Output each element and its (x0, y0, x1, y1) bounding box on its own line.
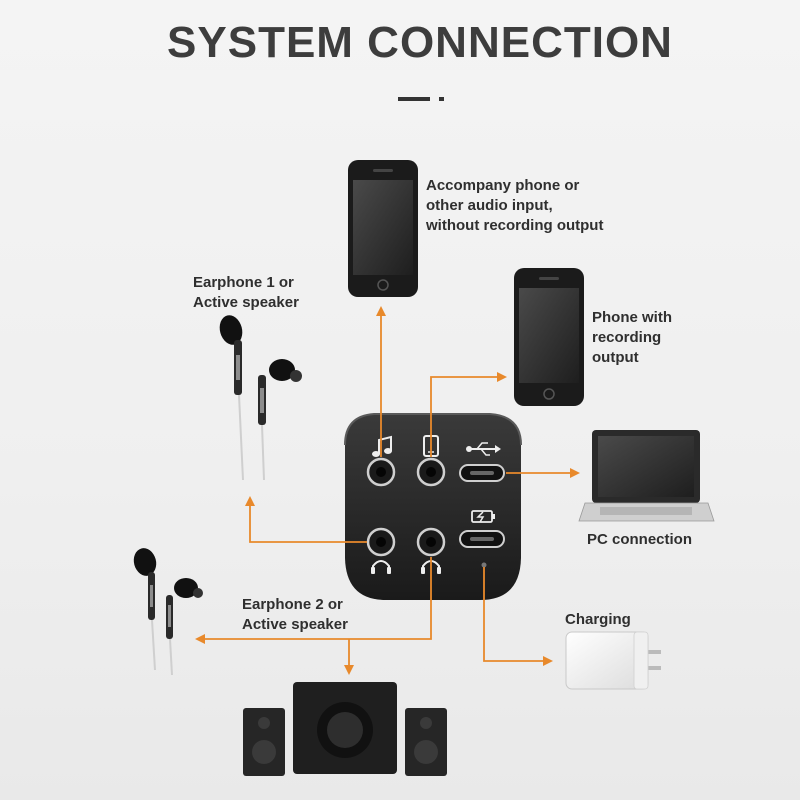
usb-c-port (459, 464, 505, 482)
label-earphone-2: Earphone 2 or Active speaker (242, 596, 348, 633)
earphone-2 (133, 548, 203, 676)
earphone-1 (219, 315, 302, 481)
arrowhead (543, 656, 553, 666)
sound-card-device (344, 413, 522, 600)
arrowhead (497, 372, 507, 382)
label-earphone-1: Earphone 1 or Active speaker (193, 274, 299, 311)
arrowhead (245, 496, 255, 506)
laptop-pc (578, 430, 715, 522)
page-title: SYSTEM CONNECTION (167, 18, 673, 67)
usb-c-port (459, 530, 505, 548)
battery-charging-icon (471, 510, 495, 523)
headphone-icon (371, 560, 391, 574)
line-to-earphones-2 (205, 557, 432, 640)
phone-recording (514, 268, 584, 406)
line-to-phone-2 (430, 376, 497, 457)
phone-accompany (348, 160, 418, 297)
status-led (481, 562, 487, 568)
charger-adapter (565, 631, 661, 690)
jack-port (366, 527, 396, 557)
arrowhead (570, 468, 580, 478)
label-charging: Charging (565, 611, 631, 628)
label-accompany-phone: Accompany phone or other audio input, wi… (426, 177, 604, 234)
line-to-earphone-1 (249, 505, 367, 543)
arrowhead (195, 634, 205, 644)
label-phone-recording: Phone with recording output (592, 309, 672, 366)
jack-port (416, 457, 446, 487)
music-note-icon (372, 435, 392, 457)
arrowhead (376, 306, 386, 316)
connection-lines (205, 315, 570, 665)
jack-port (416, 527, 446, 557)
title-underline (398, 97, 444, 101)
speaker-system (243, 682, 447, 776)
label-pc-connection: PC connection (587, 531, 693, 548)
arrowhead (344, 665, 354, 675)
arrowheads (195, 306, 580, 675)
jack-port (366, 457, 396, 487)
line-to-charger (483, 567, 543, 662)
usb-icon (466, 442, 501, 456)
